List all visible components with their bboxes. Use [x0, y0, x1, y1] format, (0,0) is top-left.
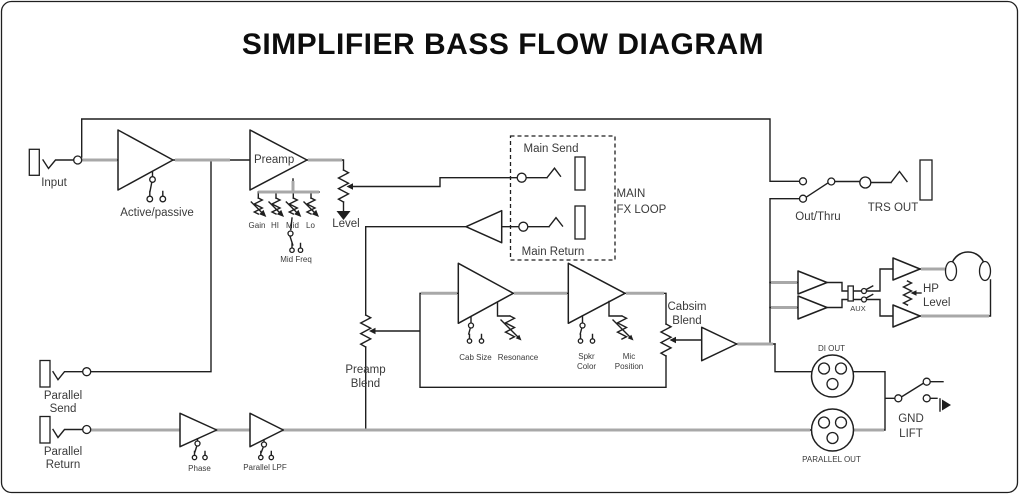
spkr-color-label-line1: Spkr — [578, 352, 595, 361]
out-thru-switch-icon — [798, 177, 836, 203]
trs-out-label: TRS OUT — [868, 202, 918, 214]
mid-label: Mid — [286, 221, 299, 230]
fx-loop-label-line2: FX LOOP — [617, 204, 667, 216]
parallel-out-label: PARALLEL OUT — [802, 455, 861, 464]
lo-pot-icon — [303, 197, 319, 217]
hp-buffer-amp-2-icon — [797, 295, 828, 320]
fx-loop-label-line1: MAIN — [617, 188, 646, 200]
main-send-node — [516, 172, 527, 183]
phase-amp-icon — [179, 412, 218, 448]
main-output: Out/Thru TRS OUT — [795, 159, 933, 223]
input-stage: Input Active/passive — [28, 129, 194, 219]
gnd-lift-switch-icon — [894, 377, 951, 411]
level-pot-icon — [336, 169, 353, 220]
output-buffer-amp-icon — [700, 326, 738, 362]
preamp-blend: Preamp Blend — [345, 314, 386, 390]
input-label: Input — [41, 177, 67, 189]
preamp-stage: Preamp Gain HI Mid Lo Mid Freq — [249, 129, 360, 264]
cab-size-switch-icon — [466, 316, 485, 344]
phase-switch-icon — [191, 438, 208, 461]
main-send-jack-icon — [574, 156, 586, 191]
parallel-loop: Parallel Send Parallel Return Phase Para… — [39, 359, 287, 473]
phase-label: Phase — [188, 464, 211, 473]
mid-freq-label: Mid Freq — [280, 255, 312, 264]
gnd-lift-label-line2: LIFT — [899, 428, 923, 440]
main-return-label: Main Return — [522, 246, 585, 258]
parallel-return-label-line1: Parallel — [44, 446, 82, 458]
xlr-outputs: DI OUT PARALLEL OUT GND LIFT — [802, 344, 951, 464]
cabsim-stage: Cab Size Resonance Spkr Color Mic Positi… — [457, 262, 738, 371]
hi-pot-icon — [268, 197, 284, 217]
di-out-label: DI OUT — [818, 344, 845, 353]
preamp-blend-label-line1: Preamp — [345, 364, 385, 376]
parallel-send-jack-icon — [39, 359, 51, 388]
parallel-out-xlr-icon — [810, 408, 855, 452]
hp-amp-1-icon — [892, 257, 921, 281]
mic-position-label-line1: Mic — [623, 352, 635, 361]
main-return-node — [518, 221, 529, 232]
mid-freq-switch-icon — [287, 217, 304, 254]
parallel-lpf-label: Parallel LPF — [243, 463, 287, 472]
parallel-lpf-switch-icon — [257, 439, 275, 461]
parallel-send-label-line1: Parallel — [44, 390, 82, 402]
cabsim-amp-1-icon — [457, 262, 515, 325]
fx-loop-box — [509, 135, 616, 261]
parallel-send-node — [82, 367, 92, 377]
gnd-lift-label-line1: GND — [898, 413, 924, 425]
active-passive-switch-icon — [146, 171, 167, 203]
mic-position-pot-icon — [608, 300, 634, 341]
gain-pot-icon — [250, 197, 267, 217]
input-node — [73, 155, 83, 165]
spkr-color-switch-icon — [577, 315, 596, 344]
cabsim-blend-label-line2: Blend — [672, 315, 701, 327]
return-buffer-amp-icon — [465, 209, 503, 244]
spkr-color-label-line2: Color — [577, 362, 596, 371]
lo-label: Lo — [306, 221, 315, 230]
hp-level-label-line2: Level — [923, 297, 951, 309]
preamp-label: Preamp — [254, 154, 294, 166]
main-return-jack-icon — [574, 205, 586, 240]
main-send-label: Main Send — [524, 143, 579, 155]
headphone-stage: AUX HP Level — [797, 251, 992, 328]
trs-out-jack-icon — [919, 159, 933, 201]
mic-position-label-line2: Position — [615, 362, 643, 371]
aux-label: AUX — [850, 304, 865, 313]
input-jack-icon — [28, 148, 40, 176]
main-fx-loop: Main Send Main Return MAIN FX LOOP — [465, 135, 667, 261]
parallel-lpf-amp-icon — [249, 412, 285, 448]
parallel-return-node — [82, 424, 92, 435]
parallel-return-label-line2: Return — [46, 459, 81, 471]
gain-label: Gain — [249, 221, 266, 230]
di-out-xlr-icon — [810, 354, 855, 398]
cab-size-label: Cab Size — [459, 353, 492, 362]
ground-icon — [336, 211, 351, 220]
hp-level-label-line1: HP — [923, 283, 939, 295]
parallel-send-label-line2: Send — [50, 403, 77, 415]
resonance-pot-icon — [496, 301, 522, 341]
hp-buffer-amp-1-icon — [797, 270, 828, 295]
preamp-blend-label-line2: Blend — [351, 378, 380, 390]
hp-level-pot-icon — [901, 280, 917, 306]
mid-pot-icon — [285, 197, 302, 217]
cabsim-blend-pot-icon — [659, 323, 676, 357]
parallel-return-jack-icon — [39, 415, 51, 444]
hp-amp-2-icon — [892, 304, 921, 328]
trs-node — [859, 176, 872, 189]
aux-jack-icon — [847, 285, 874, 303]
headphones-icon — [944, 251, 992, 282]
active-passive-label: Active/passive — [120, 207, 194, 219]
preamp-amp-icon — [249, 129, 308, 191]
resonance-label: Resonance — [498, 353, 539, 362]
cabsim-amp-2-icon — [567, 262, 626, 325]
page-title: SIMPLIFIER BASS FLOW DIAGRAM — [242, 28, 764, 61]
cabsim-blend-label-line1: Cabsim — [668, 301, 707, 313]
chassis-ground-icon — [942, 399, 951, 411]
hi-label: HI — [271, 221, 279, 230]
input-buffer-amp-icon — [117, 129, 174, 191]
out-thru-label: Out/Thru — [795, 211, 840, 223]
preamp-blend-pot-icon — [359, 314, 376, 348]
level-label: Level — [332, 218, 360, 230]
